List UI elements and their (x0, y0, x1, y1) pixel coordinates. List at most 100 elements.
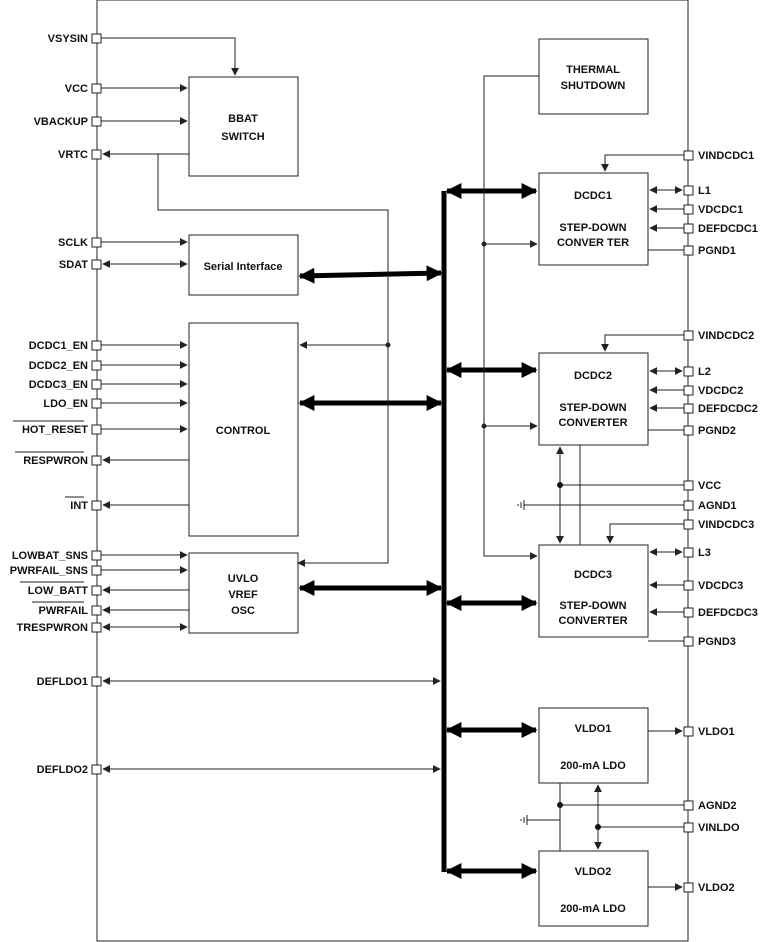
dcdc2-wiring (601, 334, 684, 431)
right-pin-l1-label: L1 (698, 185, 711, 197)
left-pin-trespwron: TRESPWRON (17, 622, 102, 634)
bbat-switch-label-2: SWITCH (221, 131, 264, 143)
right-pin-pgnd3-label: PGND3 (698, 636, 736, 648)
vldo1-title: VLDO1 (575, 723, 612, 735)
right-pin-pgnd3: PGND3 (683, 636, 736, 648)
serial-interface-block: Serial Interface (188, 234, 299, 296)
right-pin-vindcdc3-label: VINDCDC3 (698, 519, 754, 531)
right-pin-vldo2: VLDO2 (683, 882, 735, 894)
left-wiring (101, 37, 441, 773)
dcdc3-title: DCDC3 (574, 569, 612, 581)
left-pin-vcc-label: VCC (65, 83, 88, 95)
right-pin-agnd2: AGND2 (683, 800, 737, 812)
right-pin-vdcdc2: VDCDC2 (683, 385, 743, 397)
left-pin-hot-reset-label: HOT_RESET (22, 424, 88, 436)
left-pin-defldo1-label: DEFLDO1 (37, 676, 88, 688)
left-pin-pwrfail-label: PWRFAIL (39, 605, 89, 617)
left-pin-dcdc3-en: DCDC3_EN (29, 379, 102, 391)
left-pin-sclk: SCLK (58, 237, 102, 249)
left-pin-low-batt-label: LOW_BATT (28, 585, 89, 597)
chip-outline (96, 0, 689, 942)
dcdc2-title: DCDC2 (574, 370, 612, 382)
right-pin-vdcdc3-label: VDCDC3 (698, 580, 743, 592)
right-pin-pgnd1-label: PGND1 (698, 245, 736, 257)
thermal-shutdown-label-1: THERMAL (566, 64, 620, 76)
control-label: CONTROL (216, 425, 271, 437)
right-pin-agnd1: AGND1 (683, 500, 737, 512)
right-pin-defdcdc3-label: DEFDCDC3 (698, 607, 758, 619)
bbat-switch-block: BBAT SWITCH (188, 76, 299, 177)
vldo2-block: VLDO2 200-mA LDO (538, 850, 649, 927)
left-pin-defldo2-label: DEFLDO2 (37, 764, 88, 776)
right-pin-vinldo-label: VINLDO (698, 822, 740, 834)
left-pin-vbackup: VBACKUP (34, 116, 102, 128)
left-pin-low-batt: LOW_BATT (20, 581, 102, 597)
uvlo-label-2: VREF (228, 589, 258, 601)
left-pin-vcc: VCC (65, 83, 102, 95)
dcdc1-block: DCDC1 STEP-DOWN CONVER TER (538, 172, 649, 266)
right-pin-vcc-label: VCC (698, 480, 721, 492)
dcdc3-label-2: CONVERTER (558, 615, 627, 627)
right-pin-agnd1-label: AGND1 (698, 500, 737, 512)
left-pin-dcdc3-en-label: DCDC3_EN (29, 379, 88, 391)
right-pin-pgnd1: PGND1 (683, 245, 736, 257)
left-pin-int-label: INT (70, 500, 88, 512)
right-pin-vldo1-label: VLDO1 (698, 726, 735, 738)
serial-interface-label: Serial Interface (204, 261, 283, 273)
thermal-shutdown-label-2: SHUTDOWN (561, 80, 626, 92)
dcdc1-label-2: CONVER TER (557, 237, 629, 249)
left-pin-pwrfail: PWRFAIL (32, 601, 102, 617)
left-pin-hot-reset: HOT_RESET (13, 420, 102, 436)
vldo2-title: VLDO2 (575, 866, 612, 878)
right-pin-vdcdc1-label: VDCDC1 (698, 204, 743, 216)
vldo1-label-1: 200-mA LDO (560, 760, 626, 772)
dcdc3-label-1: STEP-DOWN (559, 600, 626, 612)
right-pin-defdcdc1-label: DEFDCDC1 (698, 223, 758, 235)
left-pin-defldo2: DEFLDO2 (37, 764, 102, 776)
left-pin-vsysin-label: VSYSIN (48, 33, 88, 45)
dcdc1-wiring (601, 154, 684, 251)
bus-link-serial (298, 265, 443, 284)
uvlo-label-3: OSC (231, 605, 255, 617)
vldo1-block: VLDO1 200-mA LDO (538, 707, 649, 784)
right-pin-pgnd2-label: PGND2 (698, 425, 736, 437)
bbat-switch-label-1: BBAT (228, 113, 258, 125)
right-pin-vindcdc1-label: VINDCDC1 (698, 150, 754, 162)
dcdc2-block: DCDC2 STEP-DOWN CONVERTER (538, 352, 649, 446)
right-pin-defdcdc3: DEFDCDC3 (683, 607, 758, 619)
left-pin-dcdc1-en-label: DCDC1_EN (29, 340, 88, 352)
left-pin-vrtc-label: VRTC (58, 149, 88, 161)
vldo2-label-1: 200-mA LDO (560, 903, 626, 915)
dcdc3-block: DCDC3 STEP-DOWN CONVERTER (538, 544, 649, 638)
right-pin-l3-label: L3 (698, 547, 711, 559)
right-pin-vdcdc3: VDCDC3 (683, 580, 743, 592)
right-pin-defdcdc2-label: DEFDCDC2 (698, 403, 758, 415)
right-pin-vinldo: VINLDO (683, 822, 740, 834)
left-pin-respwron-label: RESPWRON (23, 455, 88, 467)
vldo-wiring (520, 727, 684, 891)
left-pin-sdat-label: SDAT (59, 259, 88, 271)
left-pin-pwrfail-sns: PWRFAIL_SNS (10, 565, 102, 577)
uvlo-block: UVLO VREF OSC (188, 552, 299, 634)
left-pin-vrtc: VRTC (58, 149, 102, 161)
uvlo-label-1: UVLO (228, 573, 259, 585)
right-pin-vindcdc1: VINDCDC1 (683, 150, 754, 162)
left-pin-trespwron-label: TRESPWRON (17, 622, 89, 634)
left-pin-pwrfail-sns-label: PWRFAIL_SNS (10, 565, 88, 577)
thermal-wiring (481, 75, 539, 560)
dcdc2-label-2: CONVERTER (558, 417, 627, 429)
thermal-shutdown-block: THERMAL SHUTDOWN (538, 38, 649, 115)
left-pin-ldo-en-label: LDO_EN (43, 398, 88, 410)
left-pin-sdat: SDAT (59, 259, 102, 271)
left-pin-dcdc1-en: DCDC1_EN (29, 340, 102, 352)
left-pin-dcdc2-en: DCDC2_EN (29, 360, 102, 372)
right-pin-vldo2-label: VLDO2 (698, 882, 735, 894)
left-pin-vbackup-label: VBACKUP (34, 116, 88, 128)
right-pin-vcc: VCC (683, 480, 721, 492)
left-pin-respwron: RESPWRON (15, 451, 102, 467)
left-pin-dcdc2-en-label: DCDC2_EN (29, 360, 88, 372)
right-pin-vindcdc2: VINDCDC2 (683, 330, 754, 342)
right-pin-l2: L2 (683, 366, 711, 378)
left-pin-sclk-label: SCLK (58, 237, 88, 249)
